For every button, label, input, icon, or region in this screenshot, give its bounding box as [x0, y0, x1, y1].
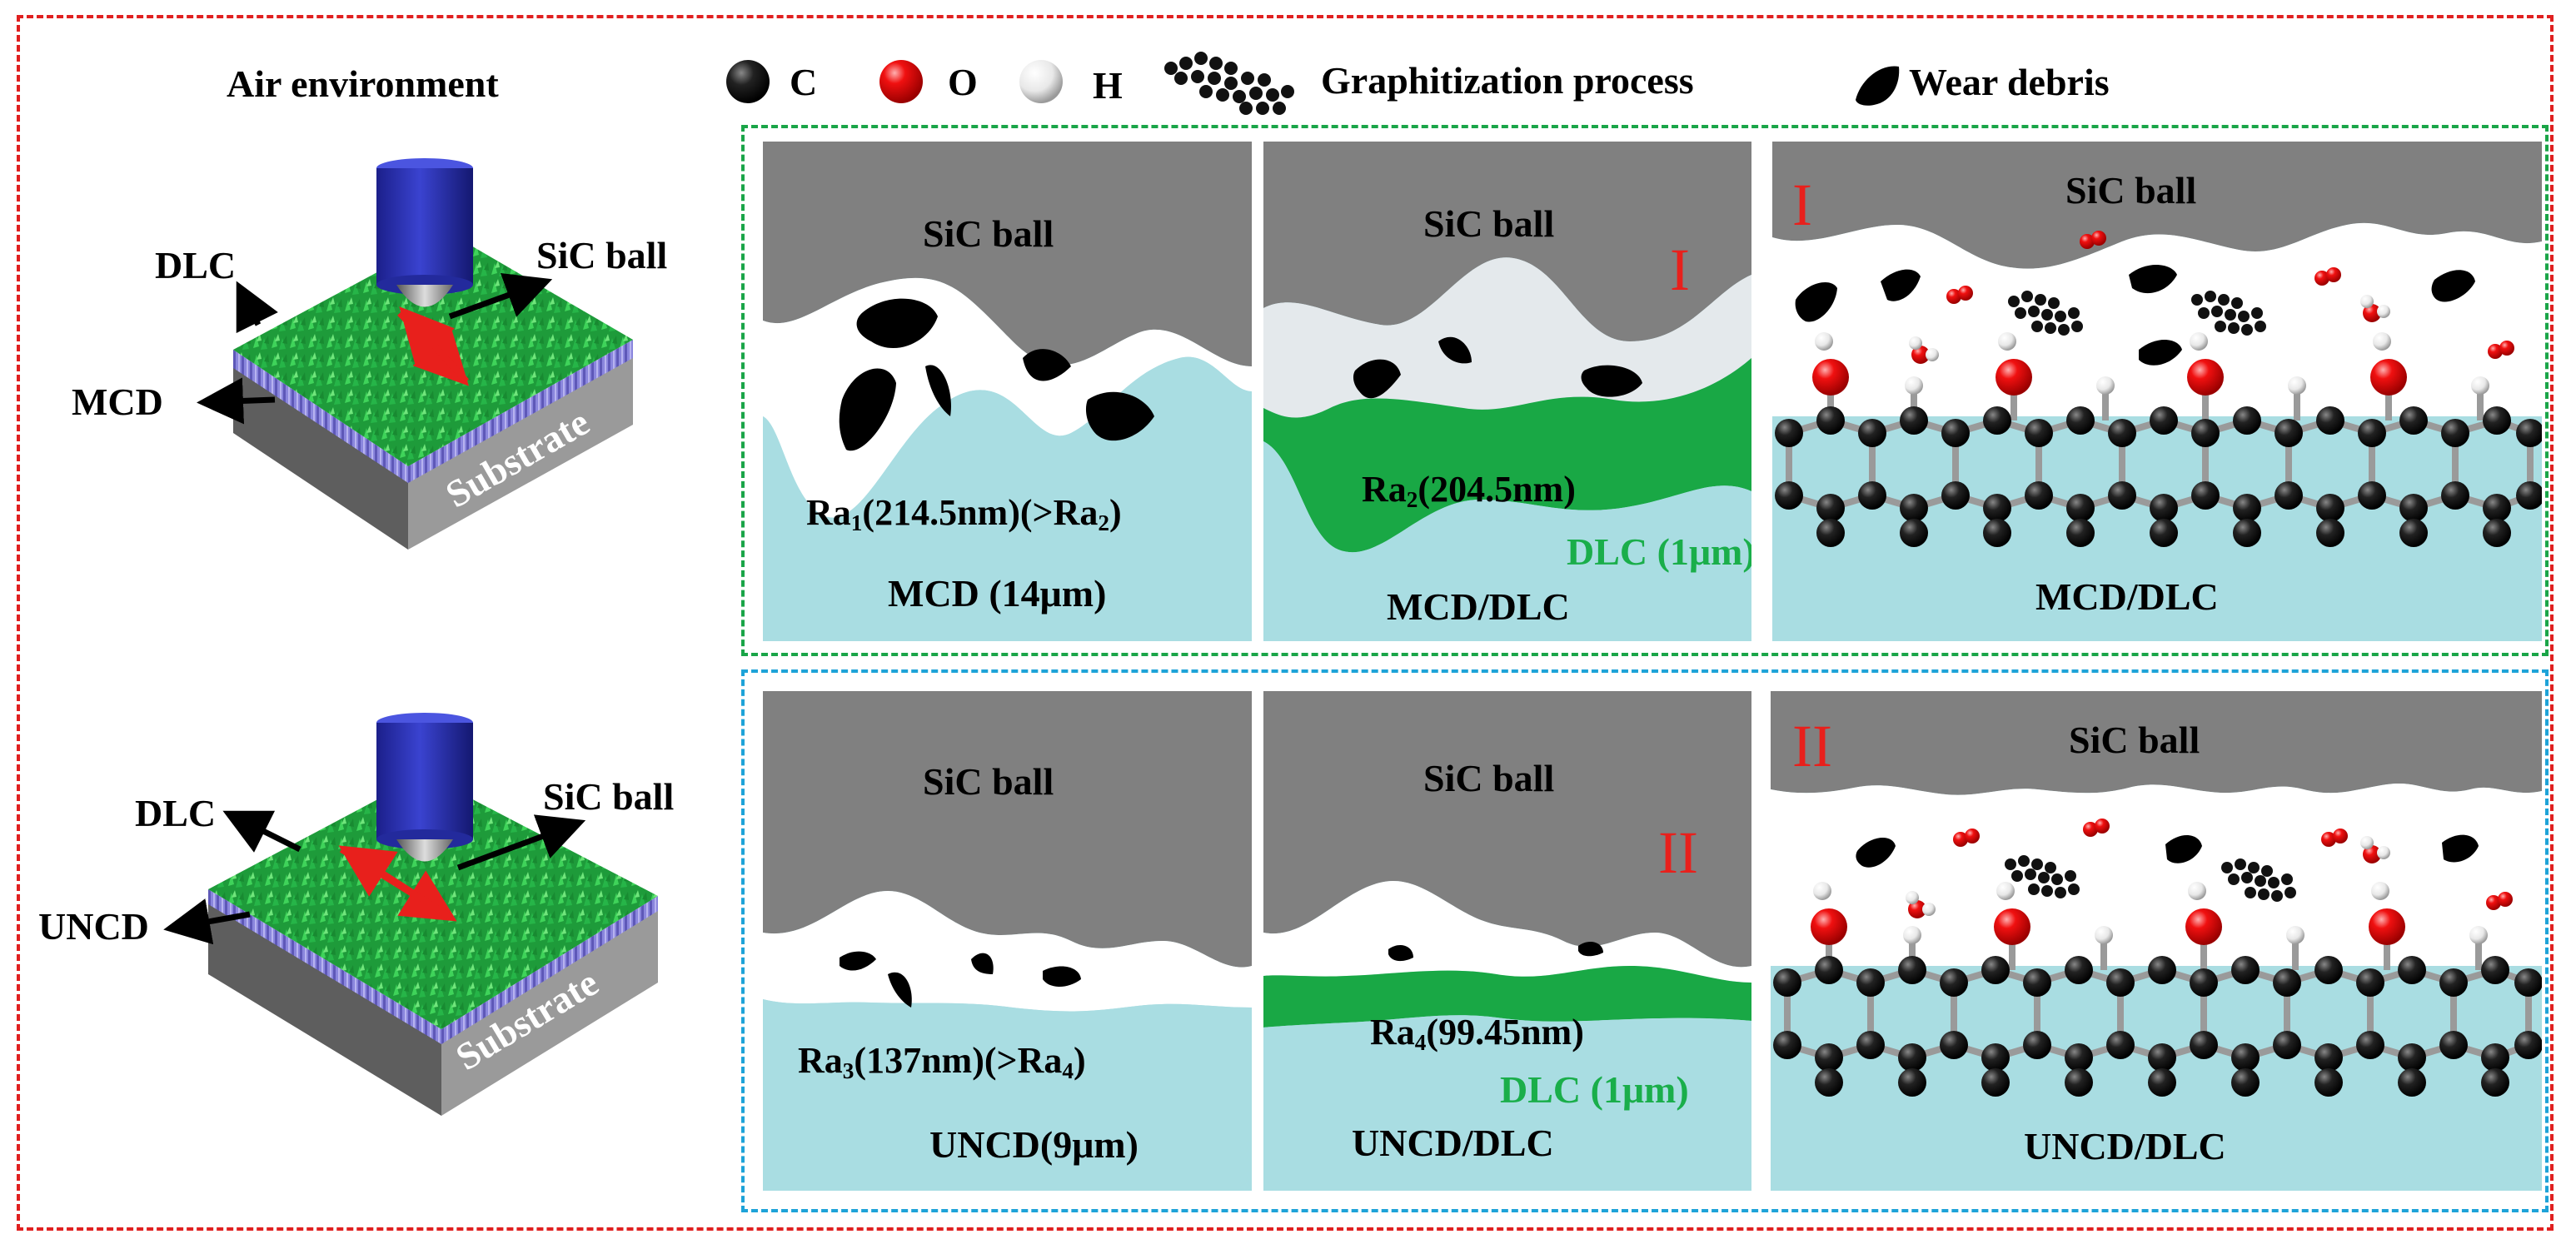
- uncd-schematic-film-label: UNCD: [38, 905, 149, 948]
- oxygen-atom-icon: [879, 60, 923, 103]
- panel-mcd-dlc-mechanism-film-label: MCD/DLC: [2035, 575, 2219, 618]
- panel-uncd-dlc-roughness: Ra4(99.45nm): [1370, 1014, 1584, 1054]
- ra-value: (214.5nm)(>Ra: [862, 492, 1099, 533]
- panel-uncd-dlc: SiC ball II Ra4(99.45nm) DLC (1μm) UNCD/…: [1263, 691, 1751, 1191]
- panel-mcd-dlc-art: [1263, 142, 1751, 641]
- uncd-mech-graphitization: [2005, 855, 2296, 902]
- ra-symbol: Ra: [806, 492, 851, 533]
- panel-mcd: SiC ball Ra1(214.5nm)(>Ra2) MCD (14μm): [763, 142, 1252, 641]
- panel-mcd-art: [763, 142, 1252, 641]
- wear-debris-icon: [1856, 66, 1900, 106]
- mcd-sic-ball-probe: [376, 158, 473, 307]
- carbon-atom-icon: [726, 60, 770, 103]
- panel-mcd-dlc-roughness: Ra2(204.5nm): [1362, 471, 1576, 511]
- mcd-mech-free-oxygen: [1946, 231, 2514, 359]
- panel-mcd-dlc-mechanism-art: [1772, 142, 2542, 641]
- panel-mcd-dlc-marker: I: [1670, 236, 1690, 303]
- uncd-mech-debris: [1856, 834, 2479, 868]
- panel-uncd-film-label: UNCD(9μm): [929, 1123, 1139, 1166]
- uncd-ball-pointer: [456, 814, 586, 871]
- panel-uncd-dlc-mechanism-ball-label: SiC ball: [2069, 719, 2200, 761]
- mcd-schematic-arrows: [197, 273, 553, 425]
- legend-graphitization-label: Graphitization process: [1321, 59, 1694, 102]
- uncd-mech-water: [1906, 836, 2390, 918]
- mcd-group-frame: [741, 125, 2549, 656]
- uncd-schematic-ball-label: SiC ball: [543, 775, 675, 818]
- panel-uncd-art: [763, 691, 1252, 1191]
- uncd-mech-free-oxygen: [1953, 819, 2513, 910]
- ra-compare-subscript: 4: [1062, 1057, 1074, 1083]
- panel-uncd-dlc-dlc-label: DLC (1μm): [1500, 1068, 1689, 1111]
- legend-hydrogen-label: H: [1093, 64, 1123, 107]
- mcd-mech-carbon-atoms: [1775, 406, 2542, 547]
- panel-uncd-roughness: Ra3(137nm)(>Ra4): [798, 1043, 1086, 1082]
- mcd-schematic-ball-label: SiC ball: [536, 234, 668, 276]
- ra-subscript: 4: [1414, 1029, 1427, 1055]
- panel-mcd-dlc-mechanism-marker: I: [1792, 172, 1812, 238]
- ra-symbol: Ra: [798, 1040, 843, 1081]
- ra-compare-subscript: 2: [1098, 510, 1109, 535]
- panel-uncd-dlc-mechanism: II SiC ball UNCD/DLC: [1771, 691, 2542, 1191]
- ra-subscript: 1: [850, 510, 863, 535]
- panel-mcd-film-label: MCD (14μm): [888, 572, 1107, 615]
- panel-uncd-dlc-ball-label: SiC ball: [1423, 757, 1555, 799]
- panel-mcd-dlc-mechanism-ball-label: SiC ball: [2065, 169, 2197, 211]
- uncd-sic-ball-probe: [376, 713, 473, 862]
- panel-mcd-dlc-ball-label: SiC ball: [1423, 202, 1555, 245]
- ra-subscript: 3: [842, 1057, 855, 1083]
- graphitization-cluster-icon: [1164, 52, 1294, 115]
- uncd-schematic-arrows: [163, 810, 586, 945]
- panel-mcd-dlc-dlc-label: DLC (1μm): [1567, 530, 1751, 573]
- panel-mcd-dlc-mechanism: I SiC ball MCD/DLC: [1772, 142, 2542, 641]
- ra-symbol: Ra: [1362, 469, 1407, 510]
- mcd-dlc-pointer: [236, 281, 278, 334]
- panel-mcd-dlc-film-label: MCD/DLC: [1387, 585, 1570, 628]
- hydrogen-atom-icon: [1019, 60, 1063, 103]
- panel-mcd-roughness: Ra1(214.5nm)(>Ra2): [806, 495, 1122, 535]
- mcd-wear-track-arrow-back: [399, 306, 469, 384]
- uncd-group-frame: [741, 669, 2549, 1212]
- ra-close: ): [1109, 492, 1122, 533]
- uncd-dlc-pointer: [222, 810, 301, 853]
- panel-uncd-dlc-film-label: UNCD/DLC: [1352, 1122, 1554, 1164]
- panel-uncd-dlc-mechanism-marker: II: [1792, 713, 1832, 779]
- ra-symbol: Ra: [1370, 1012, 1415, 1052]
- panel-mcd-dlc: SiC ball I Ra2(204.5nm) DLC (1μm) MCD/DL…: [1263, 142, 1751, 641]
- ra-value: (99.45nm): [1426, 1012, 1584, 1052]
- mcd-ball-pointer: [448, 273, 553, 320]
- legend-wear-debris-label: Wear debris: [1909, 61, 2110, 103]
- uncd-mech-surface-oh: [1811, 882, 2488, 945]
- environment-label: Air environment: [227, 62, 499, 105]
- mcd-mech-debris: [1795, 264, 2475, 366]
- mcd-base-pointer: [197, 377, 276, 425]
- legend-carbon-label: C: [790, 61, 818, 103]
- ra-value: (137nm)(>Ra: [854, 1040, 1063, 1081]
- mcd-mech-water: [1909, 295, 2390, 364]
- panel-uncd-dlc-marker: II: [1658, 819, 1698, 886]
- panel-uncd-dlc-mechanism-art: [1771, 691, 2542, 1191]
- panel-mcd-ball-label: SiC ball: [923, 212, 1054, 255]
- uncd-schematic-dlc-label: DLC: [135, 792, 217, 834]
- panel-uncd: SiC ball Ra3(137nm)(>Ra4) UNCD(9μm): [763, 691, 1252, 1191]
- ra-close: ): [1074, 1040, 1086, 1081]
- ra-subscript: 2: [1406, 486, 1418, 512]
- ra-value: (204.5nm): [1418, 469, 1576, 510]
- mcd-mech-graphitization: [2008, 291, 2266, 336]
- uncd-mech-carbon-atoms: [1773, 956, 2542, 1097]
- legend-oxygen-label: O: [948, 61, 978, 103]
- uncd-base-pointer: [163, 898, 251, 945]
- mcd-mech-surface-oh: [1812, 332, 2489, 396]
- mcd-schematic-film-label: MCD: [72, 381, 163, 423]
- panel-uncd-ball-label: SiC ball: [923, 760, 1054, 803]
- mcd-schematic-dlc-label: DLC: [155, 244, 237, 286]
- uncd-wear-track-arrow-back: [338, 845, 454, 921]
- panel-uncd-dlc-art: [1263, 691, 1751, 1191]
- panel-uncd-dlc-mechanism-film-label: UNCD/DLC: [2024, 1125, 2226, 1167]
- outer-frame: [17, 15, 2554, 1231]
